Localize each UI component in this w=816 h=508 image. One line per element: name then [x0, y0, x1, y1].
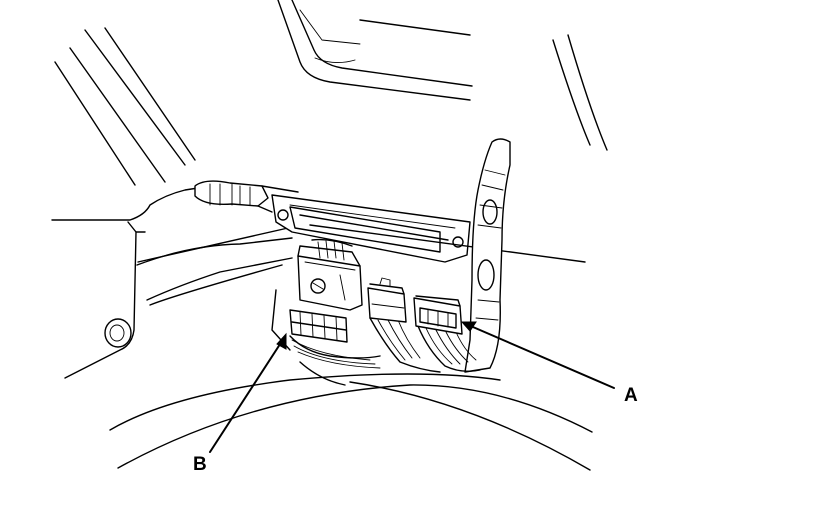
- connector-middle: [367, 277, 407, 323]
- connector-wiring: [289, 238, 481, 373]
- dash-panel-top: [277, 0, 473, 101]
- callout-label-b: B: [193, 454, 207, 475]
- connector-a: [413, 295, 463, 335]
- connector-b: [289, 309, 348, 343]
- connector-upper-left: [297, 245, 363, 311]
- floor-lines: [109, 289, 593, 471]
- ecu-unit: [271, 194, 586, 263]
- wire-harness-vertical: [464, 138, 511, 373]
- wire-harness-upper: [194, 180, 299, 213]
- left-kick-panel: [51, 27, 293, 379]
- a-pillar-trim: [552, 34, 608, 151]
- callout-label-a: A: [624, 385, 638, 406]
- callout-arrow-b: [209, 332, 287, 453]
- callout-arrow-a: [460, 321, 615, 389]
